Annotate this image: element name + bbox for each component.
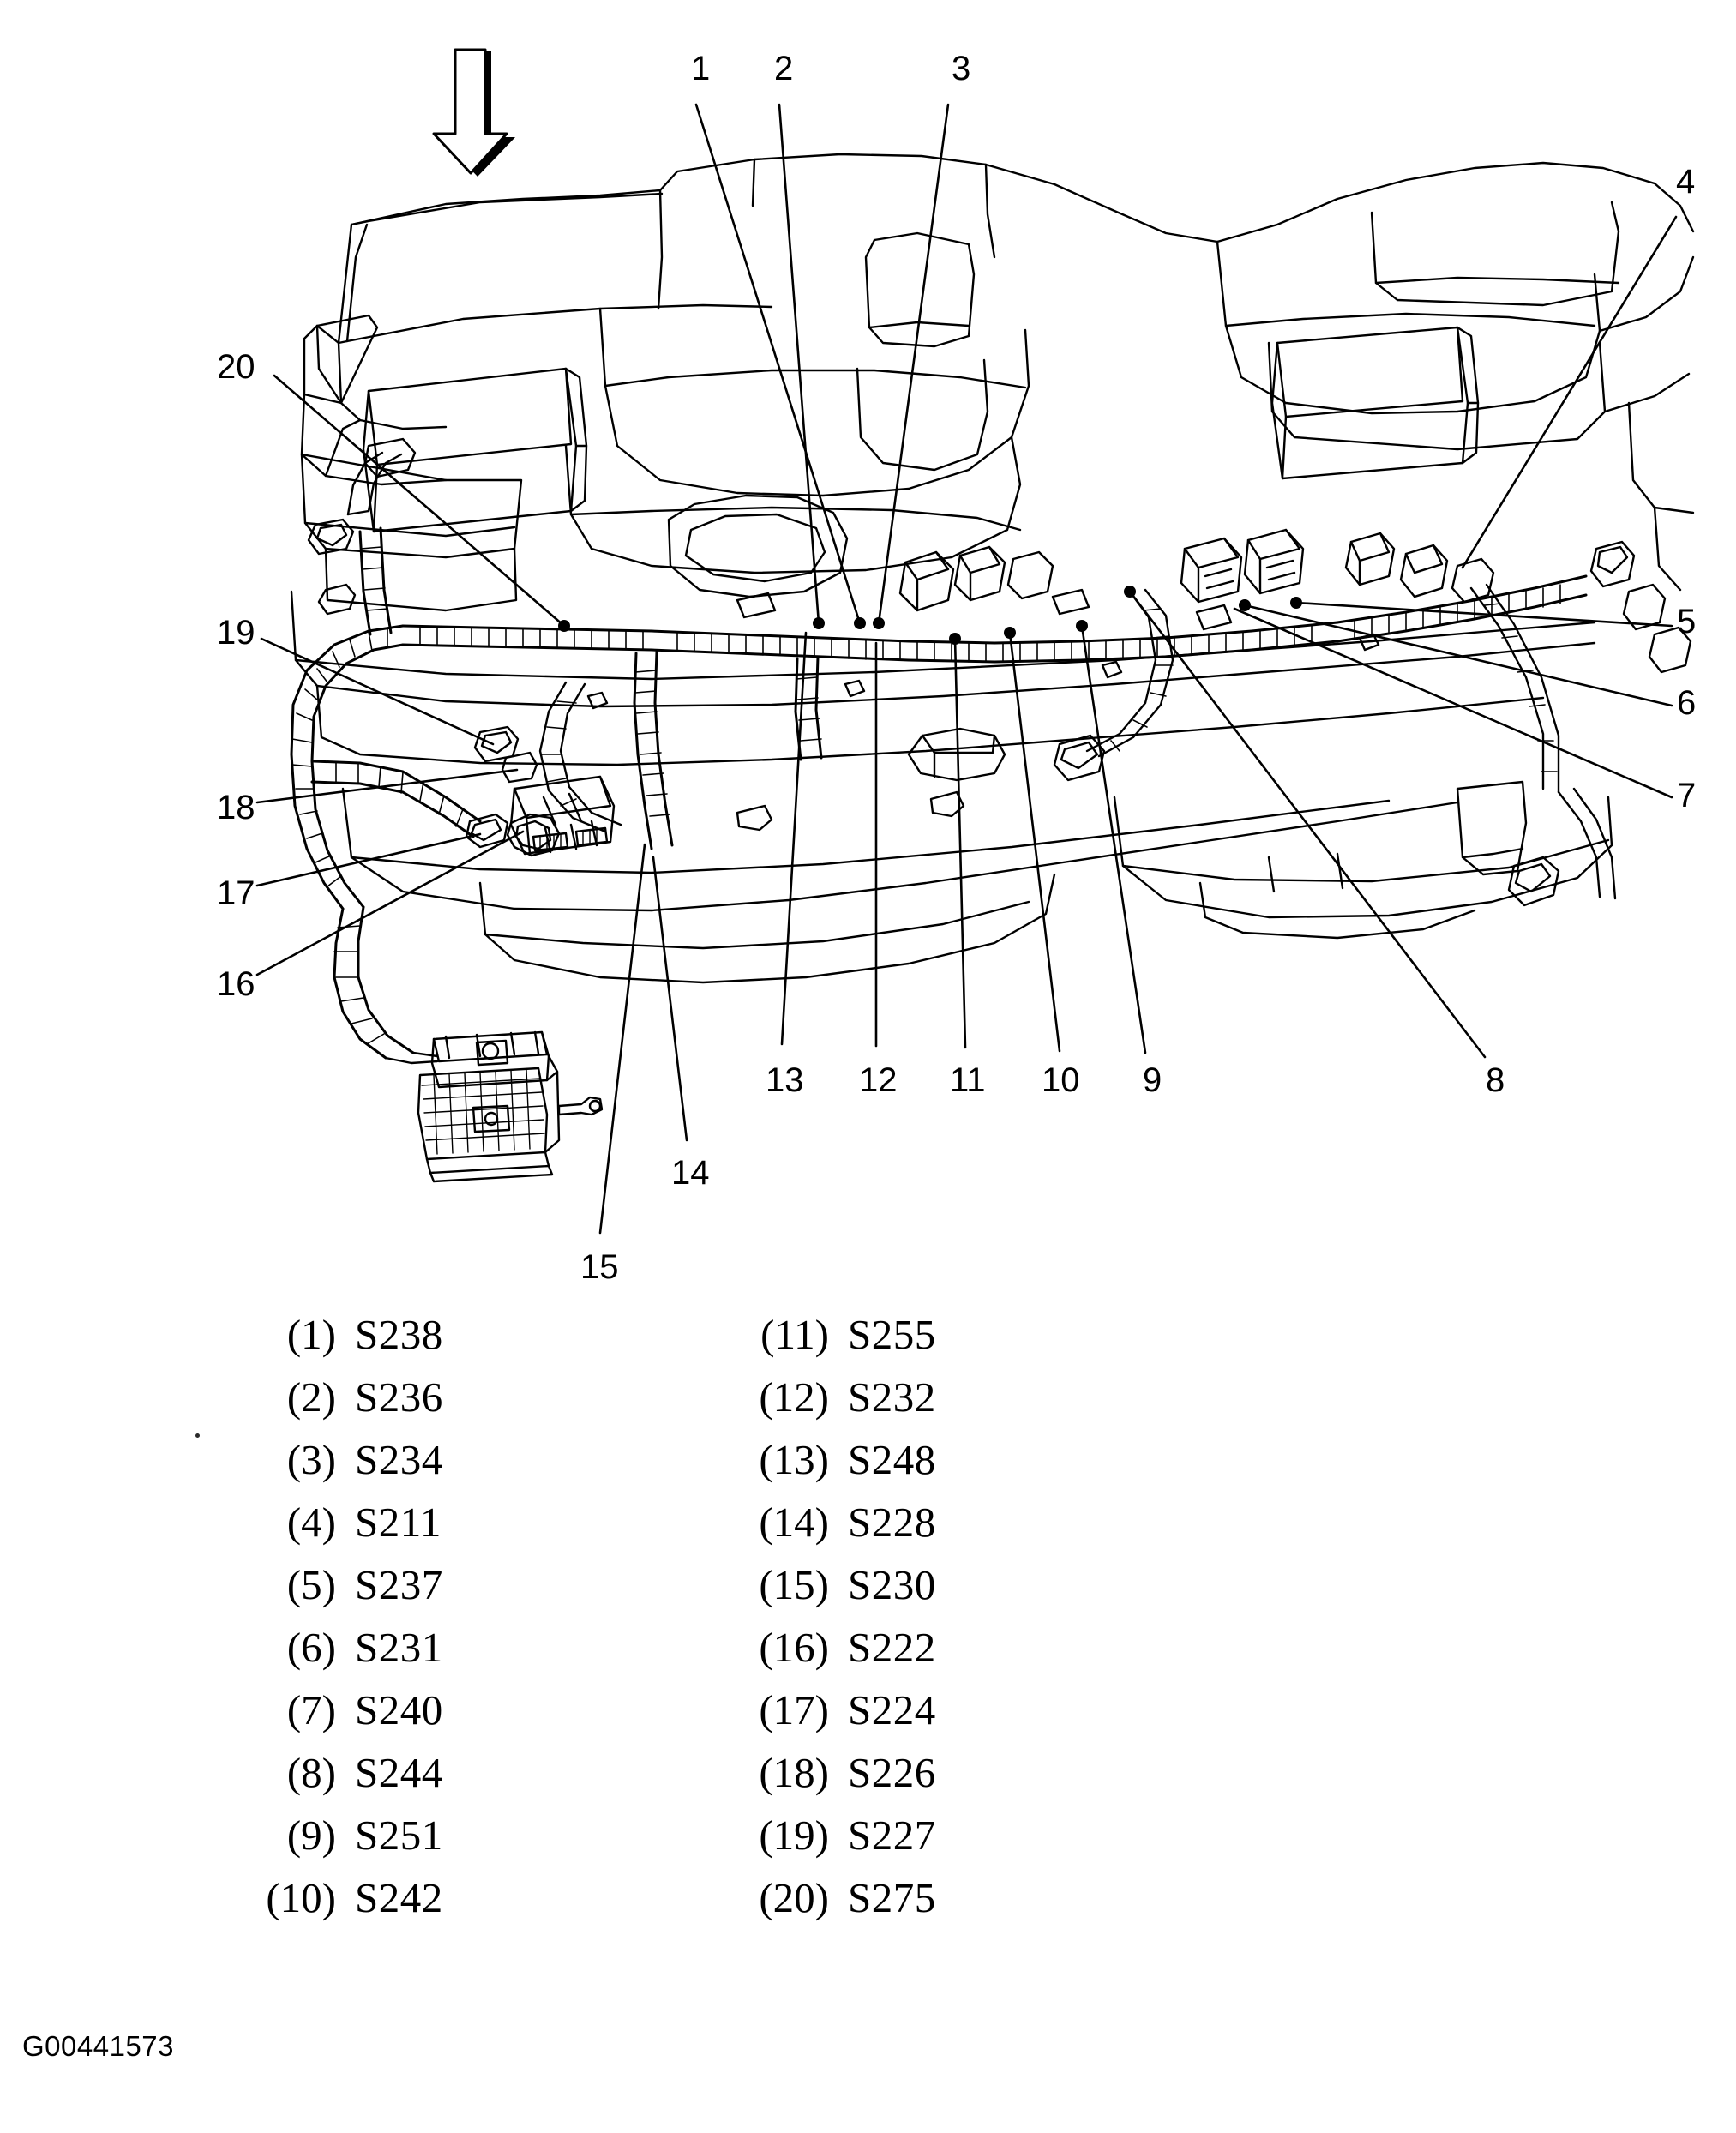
legend-value: S232 <box>848 1373 936 1421</box>
legend-item: (4) S211 <box>231 1491 443 1553</box>
legend-value: S228 <box>848 1499 936 1546</box>
legend-value: S240 <box>355 1686 443 1733</box>
legend-value: S237 <box>355 1561 443 1608</box>
legend-index: (10) <box>266 1874 336 1921</box>
legend-index: (14) <box>759 1499 829 1546</box>
legend-index: (18) <box>759 1749 829 1796</box>
legend-value: S230 <box>848 1561 936 1608</box>
legend-value: S244 <box>355 1749 443 1796</box>
legend-index: (11) <box>760 1311 829 1358</box>
legend-index: (5) <box>286 1561 336 1608</box>
legend-column-left: (1) S238 (2) S236 (3) S234 (4) S211 (5) … <box>231 1303 443 1929</box>
legend-item: (11) S255 <box>724 1303 936 1366</box>
callout-label-18: 18 <box>217 789 255 826</box>
callout-label-8: 8 <box>1486 1061 1505 1099</box>
callout-label-9: 9 <box>1143 1061 1162 1099</box>
legend-item: (1) S238 <box>231 1303 443 1366</box>
callout-label-1: 1 <box>691 50 711 87</box>
legend-item: (10) S242 <box>231 1866 443 1929</box>
callout-label-5: 5 <box>1677 603 1697 640</box>
callout-label-13: 13 <box>766 1061 804 1099</box>
figure-id-code: G00441573 <box>22 2030 174 2062</box>
legend-value: S275 <box>848 1874 936 1921</box>
legend-index: (1) <box>286 1311 336 1358</box>
callout-label-11: 11 <box>950 1061 986 1099</box>
legend-item: (16) S222 <box>724 1616 936 1679</box>
wiring-harness-diagram: 1 2 3 4 5 6 7 8 9 10 11 12 13 14 15 16 1… <box>217 48 1697 1286</box>
legend-value: S226 <box>848 1749 936 1796</box>
legend-index: (16) <box>759 1624 829 1671</box>
legend-index: (6) <box>286 1624 336 1671</box>
legend-value: S248 <box>848 1436 936 1483</box>
callout-label-15: 15 <box>580 1248 619 1286</box>
legend-value: S222 <box>848 1624 936 1671</box>
legend-index: (17) <box>759 1686 829 1733</box>
legend-index: (9) <box>286 1812 336 1859</box>
callout-label-6: 6 <box>1677 684 1697 722</box>
legend-index: (2) <box>286 1373 336 1421</box>
legend-index: (4) <box>286 1499 336 1546</box>
legend-index: (19) <box>759 1812 829 1859</box>
legend-index: (20) <box>759 1874 829 1921</box>
callout-label-20: 20 <box>217 348 255 386</box>
legend-item: (3) S234 <box>231 1428 443 1491</box>
callout-label-10: 10 <box>1042 1061 1080 1099</box>
legend-item: (15) S230 <box>724 1553 936 1616</box>
callout-label-4: 4 <box>1676 163 1696 201</box>
legend-value: S255 <box>848 1311 936 1358</box>
callout-label-19: 19 <box>217 614 255 652</box>
legend-column-right: (11) S255 (12) S232 (13) S248 (14) S228 … <box>724 1303 936 1929</box>
callout-label-2: 2 <box>774 50 794 87</box>
legend-value: S238 <box>355 1311 443 1358</box>
legend-index: (7) <box>286 1686 336 1733</box>
legend-item: (6) S231 <box>231 1616 443 1679</box>
legend-item: (13) S248 <box>724 1428 936 1491</box>
legend-value: S234 <box>355 1436 443 1483</box>
callout-label-7: 7 <box>1677 777 1697 814</box>
legend-item: (17) S224 <box>724 1679 936 1741</box>
legend-item: (14) S228 <box>724 1491 936 1553</box>
legend-index: (12) <box>759 1373 829 1421</box>
legend-item: (19) S227 <box>724 1804 936 1866</box>
legend-value: S242 <box>355 1874 443 1921</box>
legend-item: (9) S251 <box>231 1804 443 1866</box>
callout-label-16: 16 <box>217 965 255 1003</box>
legend-item: (8) S244 <box>231 1741 443 1804</box>
callout-label-12: 12 <box>859 1061 898 1099</box>
legend-item: (18) S226 <box>724 1741 936 1804</box>
scan-artifact-speck <box>195 1433 200 1438</box>
legend-value: S224 <box>848 1686 936 1733</box>
legend-value: S227 <box>848 1812 936 1859</box>
legend-value: S236 <box>355 1373 443 1421</box>
callout-label-14: 14 <box>671 1154 710 1192</box>
legend-item: (2) S236 <box>231 1366 443 1428</box>
legend-item: (20) S275 <box>724 1866 936 1929</box>
legend-value: S231 <box>355 1624 443 1671</box>
legend-item: (7) S240 <box>231 1679 443 1741</box>
legend-item: (5) S237 <box>231 1553 443 1616</box>
callout-label-17: 17 <box>217 874 255 912</box>
legend-index: (8) <box>286 1749 336 1796</box>
legend-value: S211 <box>355 1499 442 1546</box>
legend-item: (12) S232 <box>724 1366 936 1428</box>
callout-label-3: 3 <box>952 50 971 87</box>
legend-value: S251 <box>355 1812 443 1859</box>
legend-index: (3) <box>286 1436 336 1483</box>
harness-line-art <box>255 48 1695 1235</box>
legend-index: (13) <box>759 1436 829 1483</box>
legend-index: (15) <box>759 1561 829 1608</box>
